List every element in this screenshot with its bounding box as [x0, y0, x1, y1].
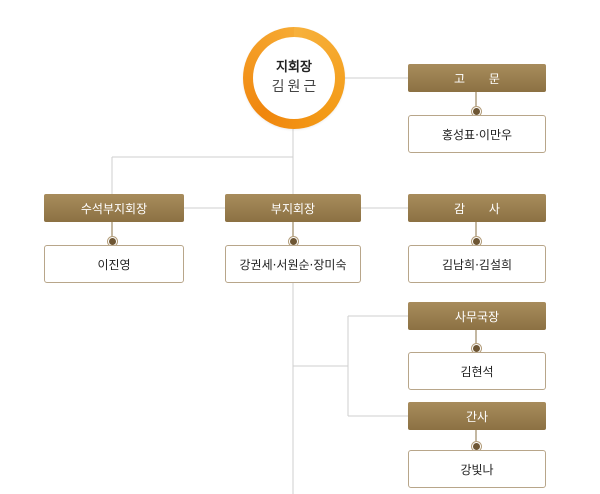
role-label-secretary: 간사 — [465, 409, 489, 424]
role-label-advisor: 고 문 — [454, 71, 510, 86]
role-box-auditor: 감 사 — [408, 194, 546, 222]
role-box-secretary: 간사 — [408, 402, 546, 430]
member-names-vice: 강권세·서원순·장미숙 — [239, 257, 347, 272]
head-inner: 지회장 김원근 — [253, 37, 335, 119]
member-box-auditor: 김남희·김설희 — [408, 245, 546, 283]
member-box-secretary-general: 김현석 — [408, 352, 546, 390]
role-label-vice: 부지회장 — [270, 201, 316, 216]
role-label-senior-vice: 수석부지회장 — [80, 201, 148, 216]
member-names-secretary-general: 김현석 — [460, 364, 494, 379]
role-box-secretary-general: 사무국장 — [408, 302, 546, 330]
role-box-senior-vice: 수석부지회장 — [44, 194, 184, 222]
role-box-advisor: 고 문 — [408, 64, 546, 92]
member-names-auditor: 김남희·김설희 — [441, 257, 513, 272]
member-names-advisor: 홍성표·이만우 — [441, 127, 513, 142]
member-box-advisor: 홍성표·이만우 — [408, 115, 546, 153]
member-box-secretary: 강빛나 — [408, 450, 546, 488]
role-box-vice: 부지회장 — [225, 194, 361, 222]
head-name: 김원근 — [271, 79, 320, 95]
head-circle: 지회장 김원근 — [243, 27, 345, 129]
member-names-senior-vice: 이진영 — [97, 257, 131, 272]
role-label-auditor: 감 사 — [454, 201, 510, 216]
member-box-senior-vice: 이진영 — [44, 245, 184, 283]
role-label-secretary-general: 사무국장 — [454, 309, 500, 324]
head-title: 지회장 — [276, 60, 312, 75]
member-names-secretary: 강빛나 — [460, 462, 494, 477]
member-box-vice: 강권세·서원순·장미숙 — [225, 245, 361, 283]
